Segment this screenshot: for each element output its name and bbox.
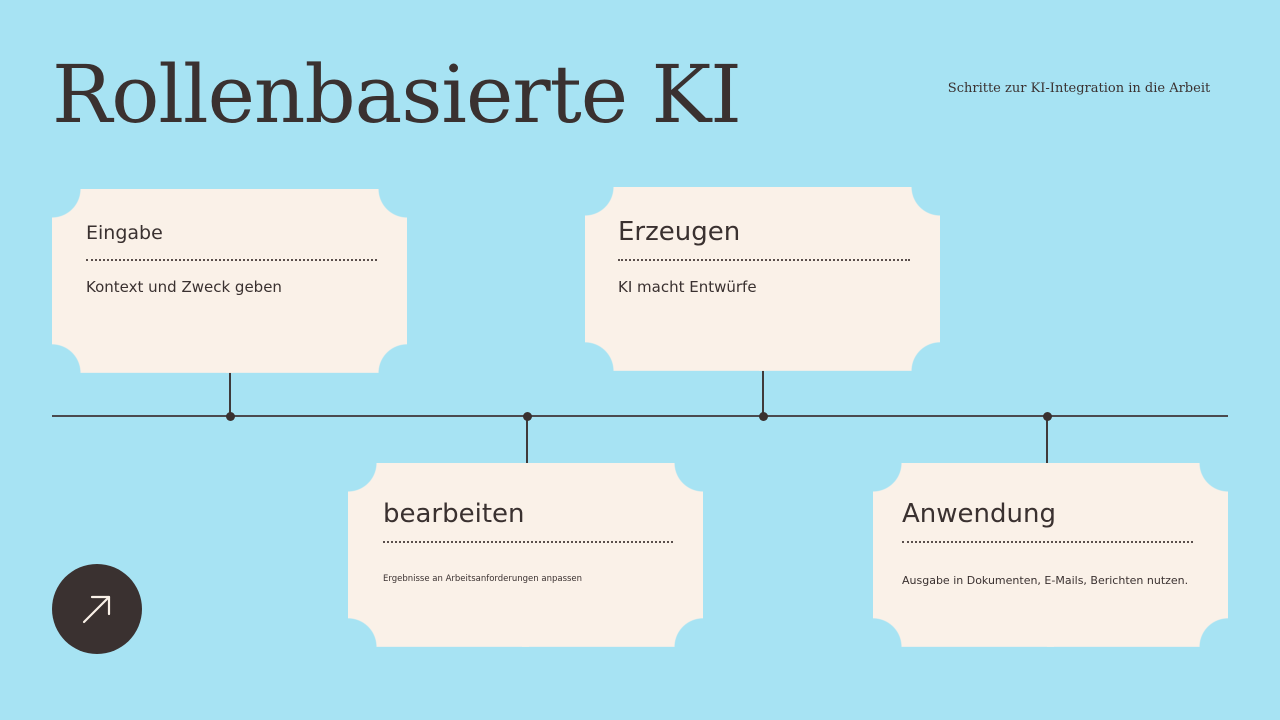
- step-description: Ergebnisse an Arbeitsanforderungen anpas…: [383, 574, 583, 584]
- next-arrow-button[interactable]: [52, 564, 142, 654]
- dotted-divider: [902, 541, 1193, 543]
- step-card-bearbeiten: bearbeiten Ergebnisse an Arbeitsanforder…: [348, 463, 703, 647]
- step-description: KI macht Entwürfe: [618, 278, 757, 296]
- step-card-erzeugen: Erzeugen KI macht Entwürfe: [585, 187, 940, 371]
- timeline-connector-erzeugen: [762, 370, 764, 416]
- timeline-dot-erzeugen: [758, 411, 768, 421]
- step-title: Eingabe: [86, 222, 163, 244]
- timeline-dot-eingabe: [225, 411, 235, 421]
- timeline-axis: [52, 415, 1228, 417]
- arrow-up-right-icon: [82, 595, 111, 624]
- step-description: Kontext und Zweck geben: [86, 278, 282, 296]
- step-card-anwendung: Anwendung Ausgabe in Dokumenten, E-Mails…: [873, 463, 1228, 647]
- dotted-divider: [618, 259, 910, 261]
- dotted-divider: [383, 541, 673, 543]
- step-description: Ausgabe in Dokumenten, E-Mails, Berichte…: [902, 574, 1189, 587]
- timeline-connector-bearbeiten: [526, 416, 528, 464]
- timeline-connector-anwendung: [1046, 416, 1048, 464]
- step-title: bearbeiten: [383, 499, 525, 529]
- step-card-eingabe: Eingabe Kontext und Zweck geben: [52, 189, 407, 373]
- timeline-dot-anwendung: [1042, 411, 1052, 421]
- timeline-connector-eingabe: [229, 372, 231, 416]
- page-subtitle: Schritte zur KI-Integration in die Arbei…: [947, 81, 1211, 96]
- step-title: Erzeugen: [618, 217, 741, 247]
- dotted-divider: [86, 259, 377, 261]
- step-title: Anwendung: [902, 499, 1056, 529]
- timeline-dot-bearbeiten: [522, 411, 532, 421]
- page-title: Rollenbasierte KI: [52, 48, 742, 141]
